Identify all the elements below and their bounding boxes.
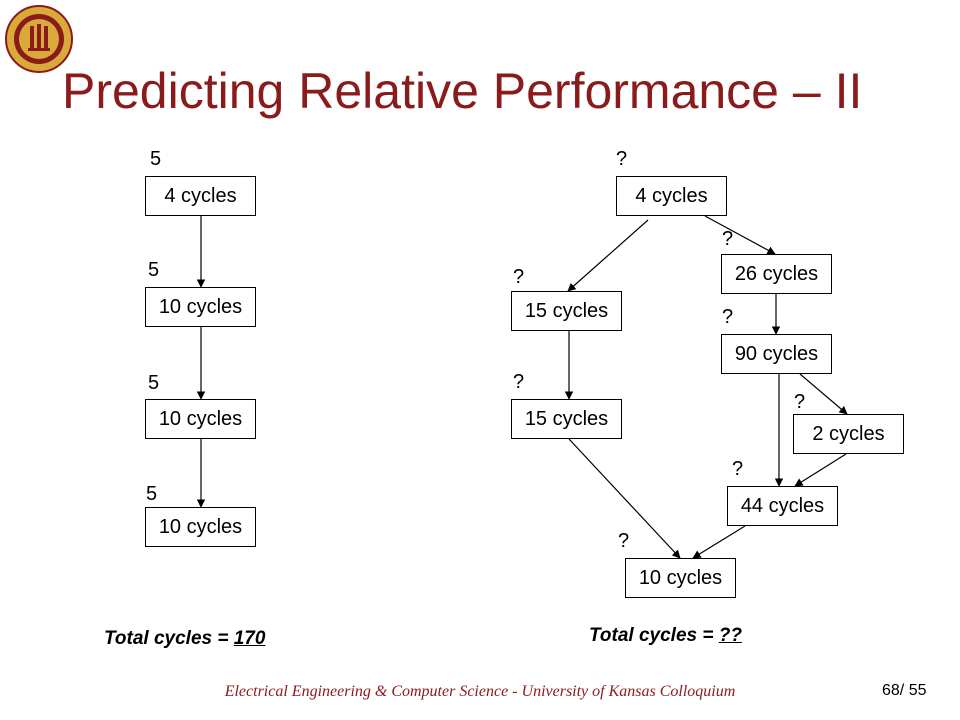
slide-footer: Electrical Engineering & Computer Scienc… bbox=[224, 683, 736, 700]
left-block-count-3: 5 bbox=[148, 372, 160, 394]
right-block-r4: 15 cycles bbox=[511, 399, 622, 439]
slide-number-current: 68 bbox=[882, 682, 900, 699]
right-total-label: Total cycles = bbox=[589, 625, 719, 646]
left-block-count-4: 5 bbox=[146, 483, 158, 505]
right-block-count-r0: ? bbox=[616, 148, 628, 170]
right-edge-r4-r7 bbox=[568, 438, 681, 559]
right-block-r2: 15 cycles bbox=[511, 291, 622, 331]
slide-number-total: 55 bbox=[908, 682, 927, 699]
right-block-count-r5: ? bbox=[794, 391, 806, 413]
left-block-3: 10 cycles bbox=[145, 399, 256, 439]
right-block-count-r7: ? bbox=[618, 530, 630, 552]
left-block-count-2: 5 bbox=[148, 259, 160, 281]
right-edge-r6-r7 bbox=[692, 525, 746, 559]
left-block-4: 10 cycles bbox=[145, 507, 256, 547]
right-edge-r3-r5 bbox=[799, 373, 848, 415]
right-edge-r5-r6 bbox=[794, 453, 847, 487]
right-block-r1: 26 cycles bbox=[721, 254, 832, 294]
right-total-value: ?? bbox=[718, 625, 742, 646]
right-total: Total cycles = ?? bbox=[589, 625, 742, 647]
university-seal-logo bbox=[5, 5, 73, 73]
right-block-count-r2: ? bbox=[513, 266, 525, 288]
left-block-count-1: 5 bbox=[150, 148, 162, 170]
right-block-count-r1: ? bbox=[722, 228, 734, 250]
left-block-2: 10 cycles bbox=[145, 287, 256, 327]
right-block-count-r6: ? bbox=[732, 458, 744, 480]
right-block-count-r3: ? bbox=[722, 306, 734, 328]
right-edge-r0-r2 bbox=[567, 219, 649, 292]
slide-title: Predicting Relative Performance – II bbox=[62, 63, 863, 119]
right-edge-r0-r1 bbox=[704, 215, 776, 255]
slide-number-separator: / bbox=[899, 682, 905, 699]
left-total: Total cycles = 170 bbox=[104, 628, 265, 650]
right-block-r5: 2 cycles bbox=[793, 414, 904, 454]
left-block-1: 4 cycles bbox=[145, 176, 256, 216]
right-block-r7: 10 cycles bbox=[625, 558, 736, 598]
left-total-label: Total cycles = bbox=[104, 628, 234, 649]
right-block-r0: 4 cycles bbox=[616, 176, 727, 216]
right-block-r3: 90 cycles bbox=[721, 334, 832, 374]
right-block-r6: 44 cycles bbox=[727, 486, 838, 526]
right-block-count-r4: ? bbox=[513, 371, 525, 393]
slide-number: 68/ 55 bbox=[882, 682, 927, 700]
left-total-value: 170 bbox=[233, 628, 266, 649]
